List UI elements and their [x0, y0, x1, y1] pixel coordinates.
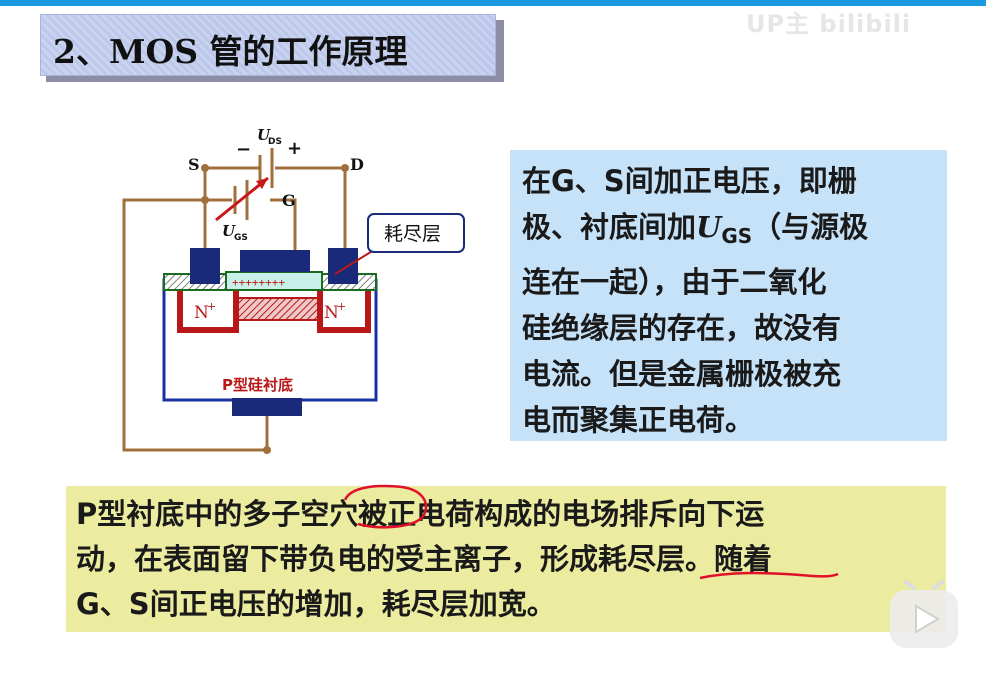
label-n-right-sup: + [337, 300, 346, 313]
label-n-left-sup: + [207, 300, 216, 313]
summary-box: P型衬底中的多子空穴被正电荷构成的电场排斥向下运 动，在表面留下带负电的受主离子… [66, 486, 946, 632]
explanation-box: 在G、S间加正电压，即栅 极、衬底间加UGS（与源极 连在一起），由于二氧化 硅… [510, 150, 947, 441]
text-span: 极、衬底间加 [522, 210, 697, 244]
explanation-line: 硅绝缘层的存在，故没有 [522, 311, 842, 345]
mos-diagram: S D G U DS − + U GS N + N + ++++++++ P型硅… [122, 126, 465, 454]
node-dot [263, 446, 271, 454]
text-span: （与源极 [752, 210, 869, 244]
depletion-callout [367, 213, 465, 253]
bilibili-watermark: UP主 bilibili [746, 10, 912, 38]
n-plus-drain [317, 290, 371, 333]
play-icon[interactable] [884, 574, 964, 654]
explanation-line: 在G、S间加正电压，即栅 [522, 164, 857, 198]
node-dot [201, 196, 209, 204]
drain-electrode [328, 248, 358, 284]
battery-uds [258, 148, 274, 188]
label-gate: G [282, 191, 296, 210]
source-electrode [190, 248, 220, 284]
node-dot [201, 164, 209, 172]
summary-line: 动，在表面留下带负电的受主离子，形成耗尽层。随着 [76, 542, 773, 576]
top-accent-bar [0, 0, 986, 6]
callout-text: 耗尽层 [384, 223, 441, 245]
var-sub: GS [721, 224, 753, 248]
label-ugs: U [222, 222, 236, 240]
explanation-line: 电而聚集正电荷。 [522, 403, 755, 437]
explanation-line: 连在一起），由于二氧化 [522, 265, 827, 299]
label-plus: + [287, 138, 302, 159]
label-uds: U [257, 126, 271, 144]
label-ugs-sub: GS [234, 233, 248, 243]
slide-title: 2、MOS 管的工作原理 [53, 32, 408, 71]
gate-positive-charges: ++++++++ [232, 276, 285, 289]
label-n-left: N [194, 303, 209, 323]
label-uds-sub: DS [268, 137, 282, 147]
gate-electrode [240, 250, 310, 272]
summary-line: P型衬底中的多子空穴被正电荷构成的电场排斥向下运 [76, 497, 765, 531]
node-dot [341, 164, 349, 172]
summary-text: P型衬底中的多子空穴被正电荷构成的电场排斥向下运 动，在表面留下带负电的受主离子… [76, 492, 942, 627]
depletion-region [227, 297, 321, 321]
explanation-line: 极、衬底间加UGS（与源极 [522, 204, 938, 259]
label-n-right: N [324, 303, 339, 323]
label-drain: D [350, 155, 364, 174]
summary-line: G、S间正电压的增加，耗尽层加宽。 [76, 587, 556, 621]
var-u: U [696, 210, 722, 244]
label-source: S [188, 155, 200, 174]
title-banner: 2、MOS 管的工作原理 [40, 14, 496, 76]
explanation-text: 在G、S间加正电压，即栅 极、衬底间加UGS（与源极 连在一起），由于二氧化 硅… [522, 158, 938, 443]
label-substrate: P型硅衬底 [222, 376, 293, 394]
body-electrode [232, 398, 302, 416]
n-plus-source [177, 290, 239, 333]
battery-ugs [215, 176, 269, 222]
label-minus: − [236, 139, 251, 160]
explanation-line: 电流。但是金属栅极被充 [522, 357, 842, 391]
